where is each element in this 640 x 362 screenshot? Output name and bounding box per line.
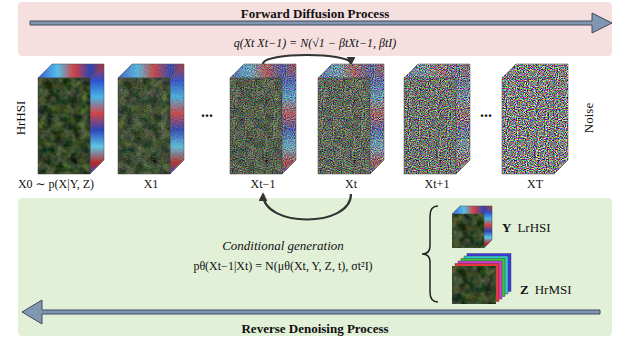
cube-label-row: X0 ∼ p(X|Y, Z) [4, 176, 108, 191]
lrhsi-cube [452, 206, 492, 248]
image-label-row: Z HrMSI [520, 282, 572, 298]
cube-outline [502, 78, 554, 174]
hsi-cube [404, 64, 470, 174]
data-cube: XT [500, 64, 570, 194]
cube-side-face [554, 64, 568, 174]
noise-overlay [230, 78, 282, 174]
cube-label: X1 [144, 177, 159, 191]
cube-label-row: Xt+1 [402, 176, 472, 191]
noise-overlay [554, 64, 568, 174]
band-text: Reverse Denoising Process [241, 321, 388, 336]
noise-overlay [370, 64, 384, 174]
forward-arrow [30, 13, 612, 33]
cube-front-face [452, 214, 484, 248]
hrmsi-stack [452, 252, 514, 304]
cube-side-face [484, 206, 492, 248]
axis-label: HrHSI [13, 101, 28, 136]
hsi-cube [318, 64, 384, 174]
hrmsi-image: Z HrMSI [452, 252, 582, 304]
cube-side-face [456, 64, 470, 174]
label-slot: ... [167, 103, 247, 121]
cube-side-face [370, 64, 384, 174]
cube-side-face [90, 64, 104, 174]
text-slot: pθ(Xt−1|Xt) = N(μθ(Xt, Y, Z, t), σt²I) [148, 256, 418, 274]
band-text: q(Xt Xt−1) = N(√1 − βtXt−1, βtI) [234, 36, 397, 50]
image-layer [452, 266, 496, 304]
band-text: Conditional generation [222, 238, 344, 253]
data-cube: Xt+1 [402, 64, 472, 194]
image-label: LrHSI [517, 220, 550, 236]
reverse-arrow [22, 300, 600, 324]
symbol-label: Z [520, 282, 529, 298]
image-label: HrMSI [535, 282, 572, 298]
cube-label: XT [527, 177, 543, 191]
text-slot: Conditional generation [183, 236, 383, 254]
cube-side-face [282, 64, 296, 174]
curved-connector [263, 194, 351, 220]
noise-overlay [404, 78, 456, 174]
hsi-cube [118, 64, 184, 174]
label-slot: ... [446, 103, 526, 121]
data-cube: X1 [116, 64, 186, 194]
cube-front-face [404, 78, 456, 174]
cube-outline [118, 78, 170, 174]
ellipsis: ... [480, 103, 492, 120]
text-slot: Reverse Denoising Process [18, 319, 612, 337]
cube-label-row: Xt−1 [228, 176, 298, 191]
axis-label: Noise [581, 103, 596, 133]
noise-overlay [318, 78, 370, 174]
noise-overlay [282, 64, 296, 174]
ellipsis: ... [201, 103, 213, 120]
cube-label: X0 ∼ p(X|Y, Z) [18, 177, 94, 191]
condition-brace [422, 206, 438, 302]
hsi-cube [38, 64, 104, 174]
data-cube: Xt [316, 64, 386, 194]
cube-outline [404, 78, 456, 174]
cube-front-face [502, 78, 554, 174]
cube-label: Xt−1 [251, 177, 276, 191]
band-text: pθ(Xt−1|Xt) = N(μθ(Xt, Y, Z, t), σt²I) [193, 259, 372, 273]
cube-label-row: Xt [316, 176, 386, 191]
hsi-cube [502, 64, 568, 174]
noise-overlay [118, 78, 170, 174]
data-cube: Xt−1 [228, 64, 298, 194]
text-slot: Forward Diffusion Process [18, 4, 612, 22]
cube-outline [318, 78, 370, 174]
cube-outline [38, 78, 90, 174]
cube-outline [230, 78, 282, 174]
cube-front-face [318, 78, 370, 174]
hsi-cube [230, 64, 296, 174]
cube-front-face [118, 78, 170, 174]
text-slot: q(Xt Xt−1) = N(√1 − βtXt−1, βtI) [18, 33, 612, 51]
noise-overlay [170, 64, 184, 174]
band-text: Forward Diffusion Process [241, 6, 390, 21]
cube-label: Xt [345, 177, 357, 191]
noise-overlay [502, 78, 554, 174]
process-band: Forward Diffusion Process q(Xt Xt−1) = N(… [18, 2, 612, 56]
cube-side-face [170, 64, 184, 174]
cube-front-face [38, 78, 90, 174]
symbol-label: Y [502, 220, 511, 236]
cube-label-row: X1 [116, 176, 186, 191]
label-slot: HrHSI [11, 78, 29, 158]
lrhsi-image: Y LrHSI [452, 206, 572, 248]
cube-label: Xt+1 [425, 177, 450, 191]
cube-front-face [230, 78, 282, 174]
cube-label-row: XT [500, 176, 570, 191]
curved-connector [263, 55, 351, 64]
noise-overlay [456, 64, 470, 174]
image-label-row: Y LrHSI [502, 220, 551, 236]
process-band: Conditional generation pθ(Xt−1|Xt) = N(μθ… [18, 198, 612, 336]
label-slot: Noise [579, 78, 597, 158]
